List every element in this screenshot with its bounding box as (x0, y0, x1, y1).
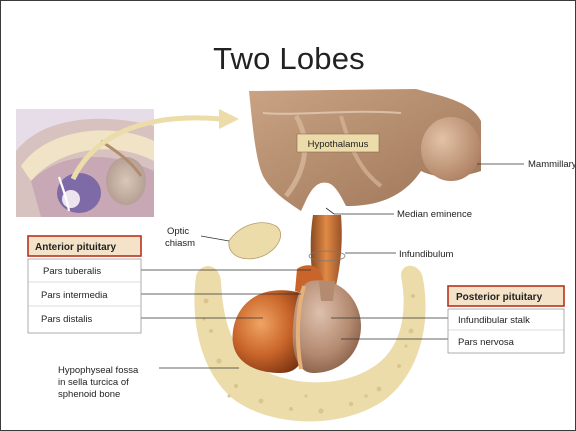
infundibulum-label: Infundibulum (399, 249, 453, 260)
optic-chiasm-label-1: Optic (167, 226, 189, 237)
fossa-label-1: Hypophyseal fossa (58, 365, 139, 376)
infundibular-stalk-label: Infundibular stalk (458, 315, 530, 326)
pars-distalis-label: Pars distalis (41, 314, 92, 325)
optic-chiasm (229, 223, 281, 259)
optic-chiasm-label-2: chiasm (165, 238, 195, 249)
anterior-pituitary-title: Anterior pituitary (35, 242, 117, 253)
svg-text:Hypothalamus: Hypothalamus (308, 139, 369, 150)
pars-intermedia-label: Pars intermedia (41, 290, 108, 301)
posterior-pituitary-title: Posterior pituitary (456, 292, 543, 303)
hypothalamus-label: Hypothalamus (297, 134, 379, 152)
fossa-label-2: in sella turcica of (58, 377, 129, 388)
median-eminence-label: Median eminence (397, 209, 472, 220)
pars-nervosa-label: Pars nervosa (458, 337, 515, 348)
mammillary-body-label: Mammillary body (528, 159, 576, 170)
fossa-label-3: sphenoid bone (58, 389, 120, 400)
anterior-pituitary-box: Anterior pituitary Pars tuberalis Pars i… (28, 236, 141, 333)
pars-tuberalis-label: Pars tuberalis (43, 266, 101, 277)
mammillary-body (421, 117, 481, 181)
posterior-pituitary-box: Posterior pituitary Infundibular stalk P… (448, 286, 564, 353)
